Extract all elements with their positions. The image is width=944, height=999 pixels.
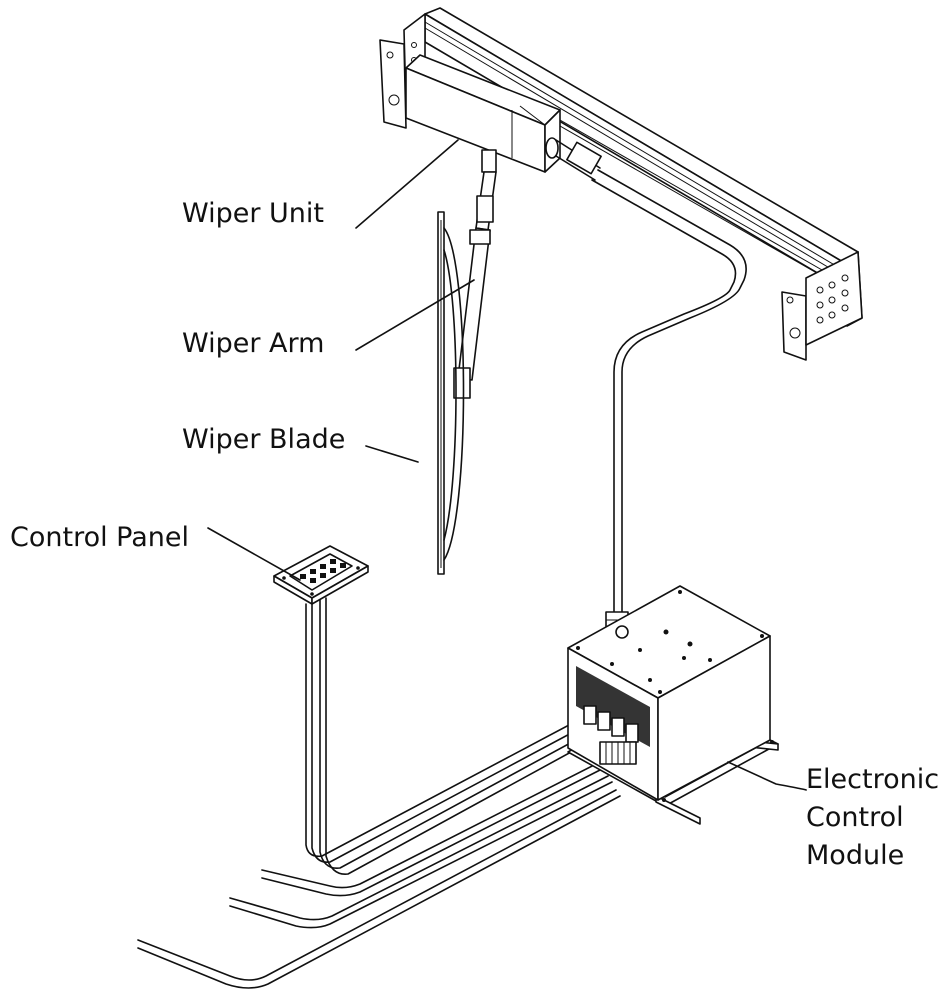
- electronic-control-module: [567, 585, 779, 825]
- leader-wiper-arm: [355, 279, 475, 351]
- vehicle-harness-cables: [137, 761, 621, 989]
- wiper-blade: [437, 211, 465, 575]
- label-control-panel: Control Panel: [10, 522, 190, 553]
- label-wiper-arm: Wiper Arm: [182, 328, 325, 359]
- control-panel-cables: [305, 597, 605, 875]
- ecm-connectors: [583, 705, 639, 765]
- label-wiper-unit: Wiper Unit: [182, 198, 325, 229]
- label-wiper-blade: Wiper Blade: [182, 424, 346, 455]
- wiper-motor-housing: [405, 54, 602, 181]
- wiper-arm: [453, 171, 497, 399]
- label-ecm-line2: Control: [806, 802, 904, 833]
- leader-wiper-blade: [365, 445, 419, 463]
- label-ecm-line1: Electronic: [806, 764, 940, 795]
- leader-lines: [207, 139, 807, 791]
- label-ecm-line3: Module: [806, 840, 905, 871]
- control-panel: [273, 545, 369, 605]
- leader-control-panel: [207, 527, 301, 581]
- leader-wiper-unit: [355, 139, 459, 229]
- motor-cable: [591, 169, 747, 641]
- leader-ecm: [727, 761, 807, 791]
- mounting-rail: [379, 7, 863, 361]
